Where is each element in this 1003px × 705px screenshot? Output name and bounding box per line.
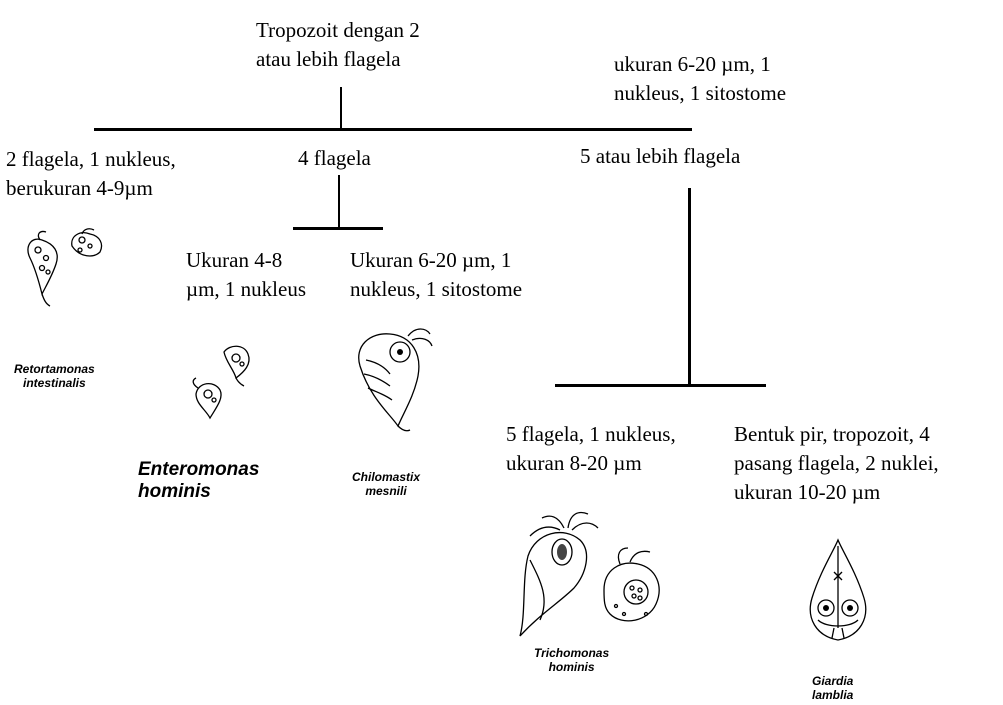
two-flagella-label: 2 flagela, 1 nukleus, berukuran 4-9µm bbox=[6, 145, 176, 203]
giardia-name: Giardia lamblia bbox=[812, 674, 853, 702]
retortamonas-name-line-1: Retortamonas bbox=[14, 362, 95, 376]
five-flagella-stem-line bbox=[688, 188, 691, 386]
root-note-line-1: ukuran 6-20 µm, 1 bbox=[614, 50, 786, 79]
trichomonas-illustration bbox=[500, 510, 665, 642]
giardia-desc-line-3: ukuran 10-20 µm bbox=[734, 478, 939, 507]
enteromonas-desc-line-2: µm, 1 nukleus bbox=[186, 275, 306, 304]
root-stem-line bbox=[340, 87, 342, 130]
giardia-desc-line-2: pasang flagela, 2 nuklei, bbox=[734, 449, 939, 478]
root-note-line-2: nukleus, 1 sitostome bbox=[614, 79, 786, 108]
giardia-name-line-1: Giardia bbox=[812, 674, 853, 688]
enteromonas-desc-line-1: Ukuran 4-8 bbox=[186, 246, 306, 275]
two-flagella-line-1: 2 flagela, 1 nukleus, bbox=[6, 145, 176, 174]
level1-horizontal-line bbox=[94, 128, 692, 131]
five-flagella-label: 5 atau lebih flagela bbox=[580, 142, 740, 171]
trichomonas-description: 5 flagela, 1 nukleus, ukuran 8-20 µm bbox=[506, 420, 676, 478]
trichomonas-name-line-1: Trichomonas bbox=[534, 646, 609, 660]
two-flagella-line-2: berukuran 4-9µm bbox=[6, 174, 176, 203]
four-flagella-horizontal-line bbox=[293, 227, 383, 230]
four-flagella-label: 4 flagela bbox=[298, 144, 371, 173]
root-node-label: Tropozoit dengan 2 atau lebih flagela bbox=[256, 16, 420, 74]
retortamonas-name-line-2: intestinalis bbox=[14, 376, 95, 390]
chilomastix-description: Ukuran 6-20 µm, 1 nukleus, 1 sitostome bbox=[350, 246, 522, 304]
enteromonas-illustration bbox=[188, 338, 268, 424]
five-flagella-horizontal-line bbox=[555, 384, 766, 387]
enteromonas-description: Ukuran 4-8 µm, 1 nukleus bbox=[186, 246, 306, 304]
chilomastix-name: Chilomastix mesnili bbox=[352, 470, 420, 498]
enteromonas-name-line-2: hominis bbox=[138, 481, 259, 503]
chilomastix-illustration bbox=[346, 326, 436, 436]
trichomonas-name-line-2: hominis bbox=[534, 660, 609, 674]
trichomonas-desc-line-2: ukuran 8-20 µm bbox=[506, 449, 676, 478]
root-note-label: ukuran 6-20 µm, 1 nukleus, 1 sitostome bbox=[614, 50, 786, 108]
four-flagella-stem-line bbox=[338, 175, 340, 229]
chilomastix-desc-line-2: nukleus, 1 sitostome bbox=[350, 275, 522, 304]
retortamonas-illustration bbox=[20, 228, 120, 308]
retortamonas-name: Retortamonas intestinalis bbox=[14, 362, 95, 390]
giardia-description: Bentuk pir, tropozoit, 4 pasang flagela,… bbox=[734, 420, 939, 507]
root-node-line-2: atau lebih flagela bbox=[256, 45, 420, 74]
giardia-illustration bbox=[800, 536, 876, 646]
trichomonas-desc-line-1: 5 flagela, 1 nukleus, bbox=[506, 420, 676, 449]
root-node-line-1: Tropozoit dengan 2 bbox=[256, 16, 420, 45]
chilomastix-name-line-2: mesnili bbox=[352, 484, 420, 498]
giardia-desc-line-1: Bentuk pir, tropozoit, 4 bbox=[734, 420, 939, 449]
chilomastix-name-line-1: Chilomastix bbox=[352, 470, 420, 484]
giardia-name-line-2: lamblia bbox=[812, 688, 853, 702]
enteromonas-name-line-1: Enteromonas bbox=[138, 459, 259, 481]
trichomonas-name: Trichomonas hominis bbox=[534, 646, 609, 674]
enteromonas-name: Enteromonas hominis bbox=[138, 459, 259, 503]
chilomastix-desc-line-1: Ukuran 6-20 µm, 1 bbox=[350, 246, 522, 275]
